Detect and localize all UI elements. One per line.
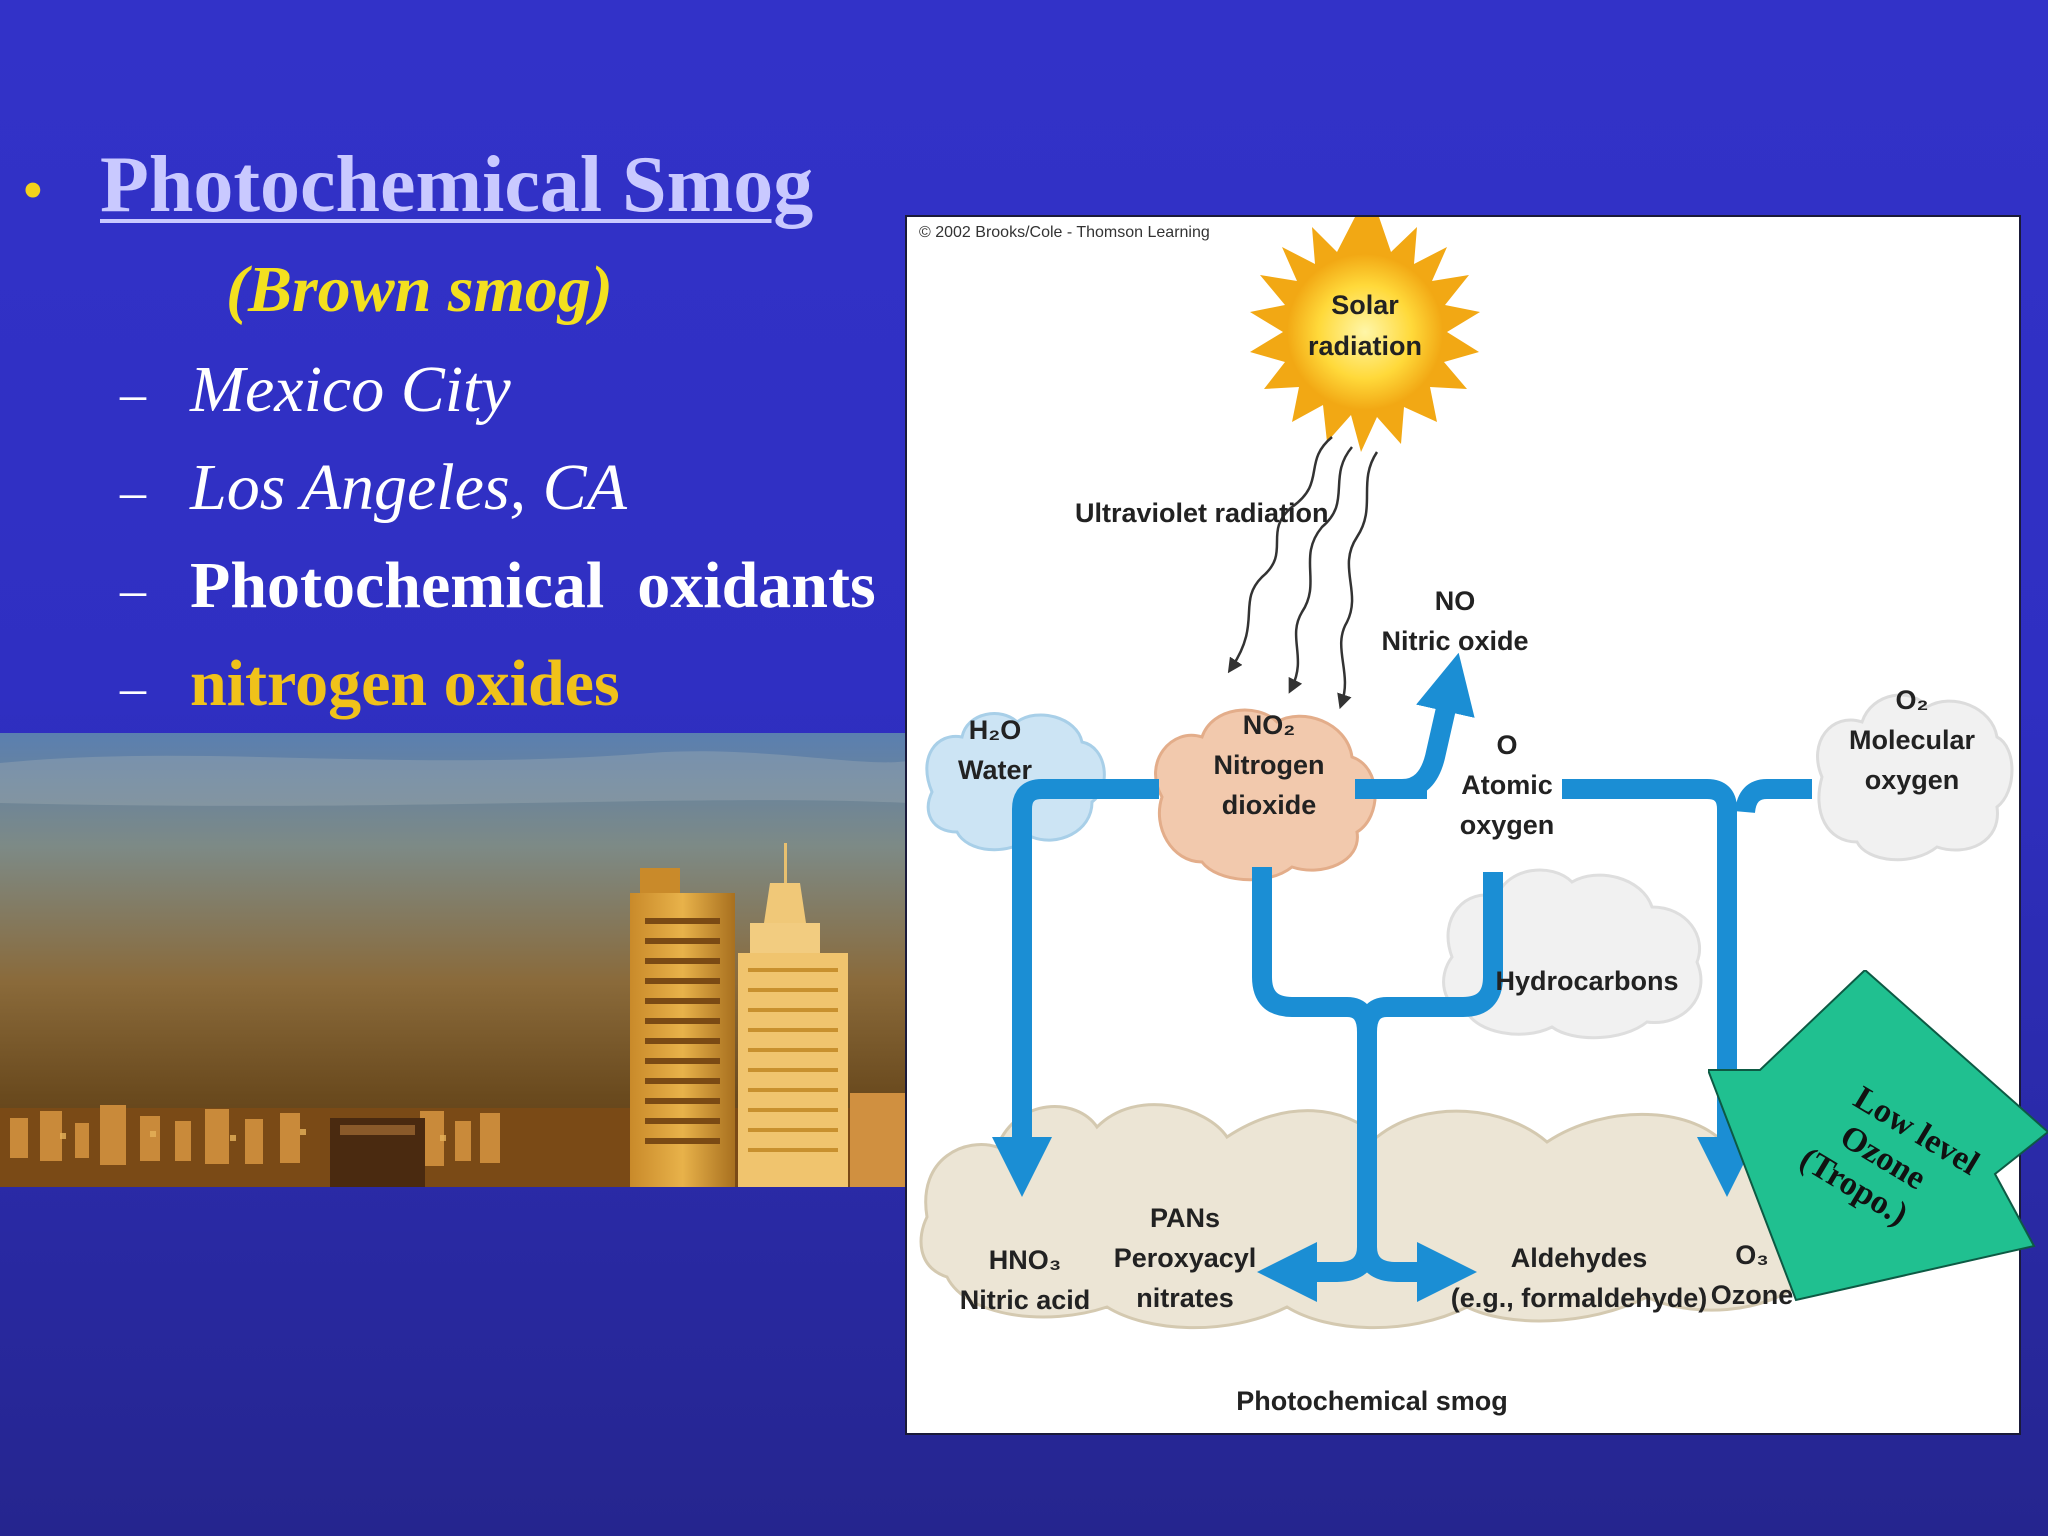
low-level-ozone-callout: Low level Ozone (Tropo.) <box>1708 970 2048 1302</box>
sun-icon <box>1250 217 1480 452</box>
pans-name: nitrates <box>1136 1283 1234 1313</box>
o2-formula: O₂ <box>1896 685 1929 715</box>
hno3-name: Nitric acid <box>960 1285 1091 1315</box>
solar-label: Solar <box>1331 290 1399 320</box>
h2o-name: Water <box>958 755 1033 785</box>
slide-heading: Photochemical Smog <box>100 141 814 229</box>
callout-arrow-shape <box>1708 970 2048 1302</box>
solar-label: radiation <box>1308 331 1422 361</box>
list-item: – Los Angeles, CA <box>120 450 627 526</box>
no2-formula: NO₂ <box>1243 710 1296 740</box>
o-formula: O <box>1496 730 1517 760</box>
o-name: oxygen <box>1460 810 1555 840</box>
hydrocarbons-cloud <box>1442 868 1703 1040</box>
list-item-text: nitrogen oxides <box>190 647 620 720</box>
o-name: Atomic <box>1461 770 1553 800</box>
no2-name: dioxide <box>1222 790 1317 820</box>
aldehydes-example: (e.g., formaldehyde) <box>1451 1283 1708 1313</box>
water-cloud <box>925 712 1106 852</box>
uv-label: Ultraviolet radiation <box>1075 498 1329 528</box>
o2-cloud <box>1816 693 2014 862</box>
dash-icon: – <box>120 464 146 521</box>
o2-name: Molecular <box>1849 725 1976 755</box>
heading-row: • Photochemical Smog <box>22 140 813 231</box>
o2-name: oxygen <box>1865 765 1960 795</box>
list-item-text: Mexico City <box>190 353 511 426</box>
hydrocarbons-label: Hydrocarbons <box>1495 966 1678 996</box>
list-item: – Mexico City <box>120 352 511 428</box>
hno3-formula: HNO₃ <box>989 1245 1061 1275</box>
no2-name: Nitrogen <box>1214 750 1325 780</box>
list-item: – nitrogen oxides <box>120 646 620 722</box>
dash-icon: – <box>120 562 146 619</box>
flow-arrows <box>992 652 1812 1302</box>
o3-formula: O₃ <box>1735 1240 1769 1270</box>
pans-name: Peroxyacyl <box>1114 1243 1257 1273</box>
slide-text-block: • Photochemical Smog (Brown smog) – Mexi… <box>0 0 1000 740</box>
pans-formula: PANs <box>1150 1203 1220 1233</box>
list-item-text: Photochemical oxidants <box>190 549 876 622</box>
uv-rays <box>1227 436 1379 710</box>
list-item: – Photochemical oxidants <box>120 548 876 624</box>
dash-icon: – <box>120 366 146 423</box>
no-name: Nitric oxide <box>1381 626 1528 656</box>
dash-icon: – <box>120 660 146 717</box>
copyright-label: © 2002 Brooks/Cole - Thomson Learning <box>919 224 1210 241</box>
list-item-text: Los Angeles, CA <box>190 451 627 524</box>
bullet-icon: • <box>22 157 44 225</box>
smog-label: Photochemical smog <box>1236 1386 1508 1416</box>
o3-name: Ozone <box>1711 1280 1794 1310</box>
aldehydes-label: Aldehydes <box>1511 1243 1648 1273</box>
no-formula: NO <box>1435 586 1476 616</box>
smog-diagram-svg: © 2002 Brooks/Cole - Thomson Learning So… <box>919 217 2014 1416</box>
city-skyline-photo <box>0 733 908 1187</box>
h2o-formula: H₂O <box>969 715 1022 745</box>
slide-subheading: (Brown smog) <box>226 253 613 326</box>
